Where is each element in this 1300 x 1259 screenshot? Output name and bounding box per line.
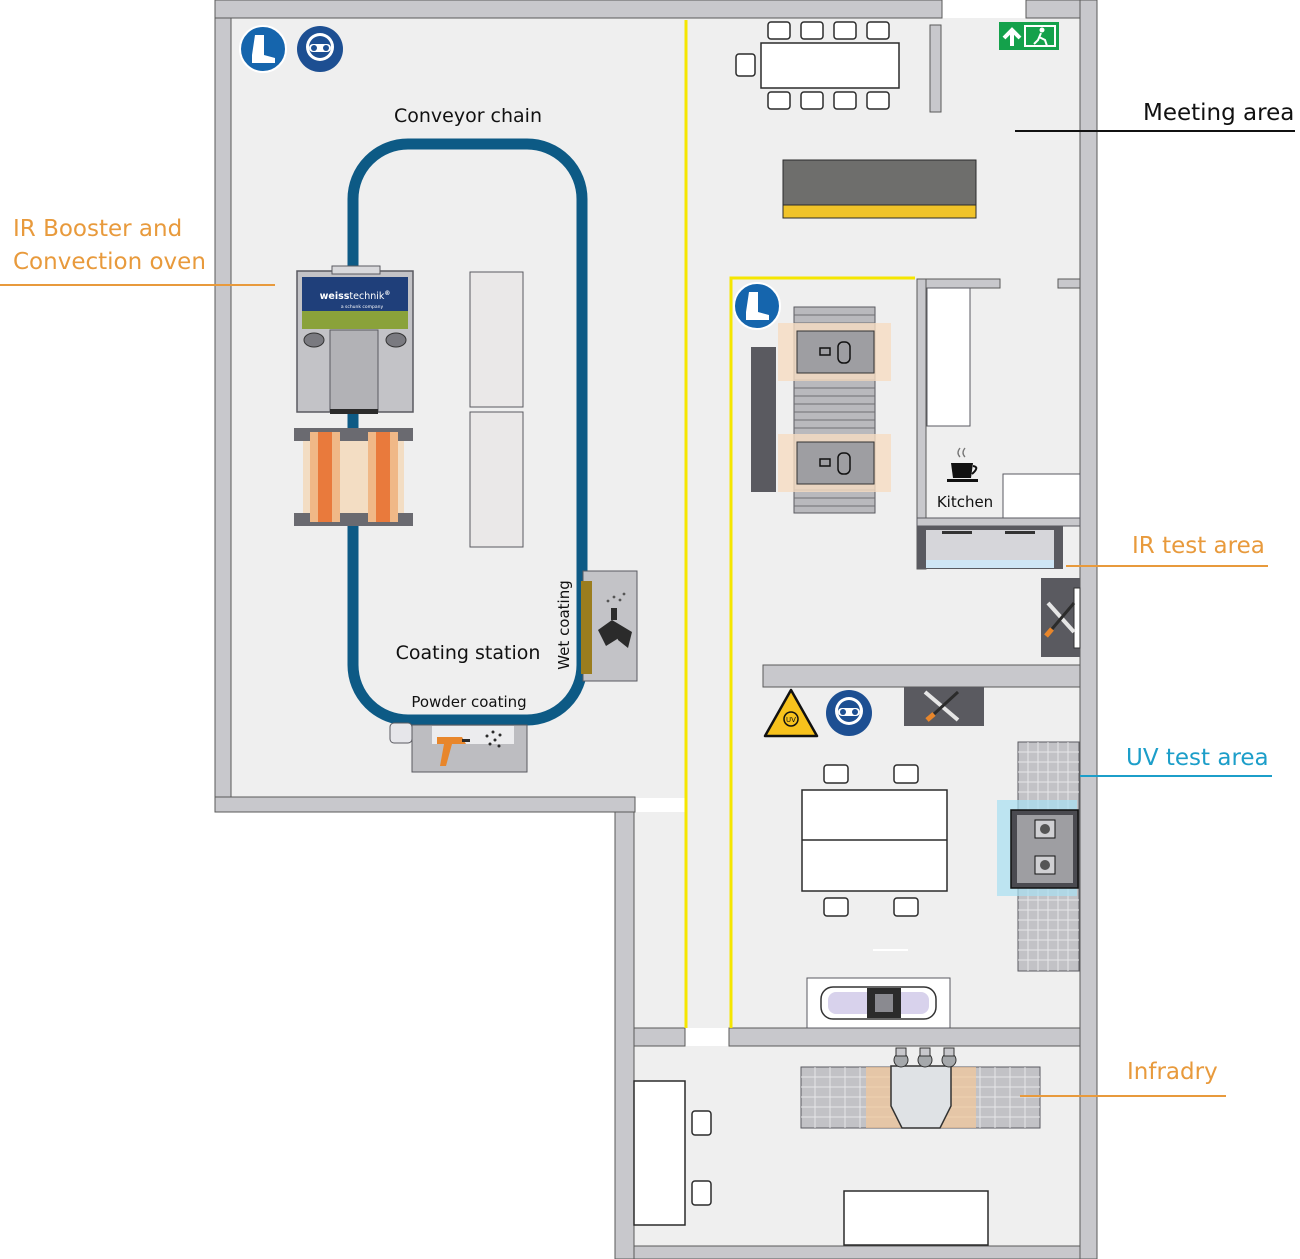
label-coating-station: Coating station — [396, 642, 541, 664]
work-table — [469, 271, 524, 408]
convection-oven — [296, 265, 414, 414]
callout-infradry: Infradry — [1127, 1059, 1218, 1085]
uv-area-table — [801, 764, 948, 917]
tools-icon — [1044, 601, 1076, 638]
label-powder-coating: Powder coating — [411, 693, 526, 711]
emergency-exit-icon — [999, 22, 1059, 50]
walls — [214, 0, 1098, 1259]
oven-brand-sub: a schunk company — [341, 304, 384, 310]
safety-goggles-icon — [826, 690, 872, 736]
tools-icon — [923, 690, 960, 722]
lower-room-furniture — [633, 1080, 989, 1246]
label-conveyor-chain: Conveyor chain — [394, 105, 542, 127]
ir-booster — [294, 428, 413, 526]
callout-uv-test-area: UV test area — [1126, 745, 1269, 771]
ir-test-rig — [751, 306, 891, 514]
svg-text:UV: UV — [786, 716, 796, 724]
coffee-cup-icon — [947, 447, 978, 482]
callout-meeting-area: Meeting area — [1143, 100, 1295, 126]
kitchen — [916, 287, 1081, 569]
uv-test-unit — [997, 741, 1080, 972]
sideboard — [782, 159, 977, 219]
safety-boots-icon — [733, 282, 781, 330]
safety-goggles-icon — [297, 26, 343, 72]
safety-line-zone — [729, 276, 915, 1028]
floor-lower-corridor — [634, 812, 686, 1028]
label-wet-coating: Wet coating — [555, 580, 573, 670]
callout-ir-test-area: IR test area — [1132, 533, 1265, 559]
oven-brand: weisstechnik® — [320, 290, 391, 302]
spray-gun-icon — [437, 730, 502, 766]
label-kitchen: Kitchen — [937, 493, 993, 511]
wet-spray-icon — [598, 592, 632, 648]
infradry-unit — [800, 1047, 1041, 1129]
uv-lamp — [806, 977, 951, 1029]
work-table — [469, 411, 524, 548]
safety-boots-icon — [239, 25, 287, 73]
uv-warning-icon: UV — [763, 688, 819, 738]
meeting-table — [735, 21, 900, 110]
callout-ir-booster: IR Booster and Convection oven — [13, 216, 206, 275]
